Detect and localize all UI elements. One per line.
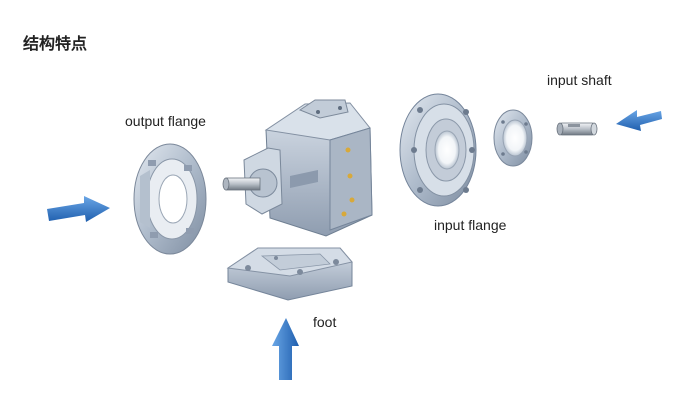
input-ring-part <box>493 109 533 167</box>
gearbox-housing-part <box>222 99 373 237</box>
input-shaft-label: input shaft <box>547 72 612 88</box>
page-heading: 结构特点 <box>23 34 88 53</box>
output-flange-label: output flange <box>125 113 206 129</box>
blue-arrow-icon <box>616 110 662 131</box>
output-flange-part <box>133 143 207 255</box>
input-flange-label: input flange <box>434 217 507 233</box>
blue-arrow-icon <box>47 196 110 222</box>
input-shaft-part <box>556 122 598 136</box>
foot-label: foot <box>313 314 337 330</box>
input-flange-part <box>399 93 477 207</box>
blue-arrow-icon <box>272 318 299 380</box>
foot-part <box>226 247 353 301</box>
